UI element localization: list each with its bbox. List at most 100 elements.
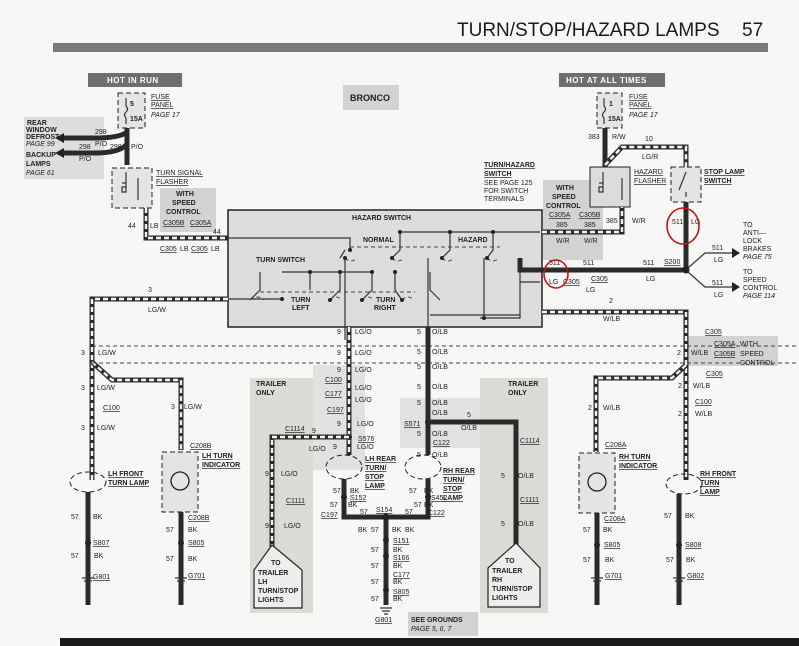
stop-lamp-switch-label2: SWITCH (704, 178, 732, 185)
wire-385-stripe (542, 207, 624, 234)
turn-left-label: TURN (291, 297, 310, 304)
turn-switch-label: TURN SWITCH (256, 257, 305, 264)
ground-57-lhr2: 57 (330, 502, 338, 509)
wire-5-label7: 5 (417, 431, 421, 438)
rh-indicator-bulb-icon (587, 472, 607, 492)
wire-9-label2: 9 (337, 350, 341, 357)
speed-control-out-label3: CONTROL (743, 285, 777, 292)
wire-lgw-label5: LG/W (184, 404, 202, 411)
ground-57-label2: 57 (71, 553, 79, 560)
trailer-lh-connector (253, 544, 303, 609)
conn-c122-ground: C122 (428, 510, 445, 517)
hazard-flasher-label2: FLASHER (634, 178, 666, 185)
left-fuse-page: PAGE 17 (151, 112, 181, 119)
left-fuse-label2: PANEL (151, 102, 174, 109)
wire-lg-label2: LG (586, 287, 595, 294)
ground-bk-s154c: BK (405, 527, 415, 534)
wire-10-label: 10 (645, 136, 653, 143)
hazard-flasher-label: HAZARD (634, 169, 663, 176)
wire-wlb-label2: W/LB (691, 350, 708, 357)
ground-bk-label3: BK (188, 527, 198, 534)
conn-c1111-left: C1111 (286, 498, 305, 505)
conn-c305b-wlb: C305B (714, 351, 736, 358)
wire-2-label2: 2 (677, 350, 681, 357)
wire-wlb-label4: W/LB (695, 411, 712, 418)
conn-c177-ground: C177 (393, 572, 410, 579)
wire-5-trailer (428, 419, 519, 600)
wire-385-label2: 385 (584, 222, 596, 229)
trailer-lh-label2: TRAILER (258, 570, 288, 577)
see-page-125: SEE PAGE 125 (484, 180, 533, 187)
harness-boundary (92, 345, 799, 364)
wire-298-defrost (62, 129, 129, 141)
ground-bk-rhi: BK (603, 527, 613, 534)
abs-page: PAGE 75 (743, 254, 772, 261)
splice-s808-label: S808 (685, 542, 701, 549)
ground-g701-left: G701 (188, 573, 205, 580)
wire-298-label: 298 (95, 129, 107, 136)
conn-c305-511: C305 (563, 279, 580, 286)
backup-lamps-page: PAGE 61 (26, 170, 55, 177)
conn-c305-left2: C305 (191, 246, 208, 253)
speed-control-left-shade (160, 188, 216, 232)
lh-indicator-label2: INDICATOR (202, 462, 240, 469)
splice-s151 (383, 537, 389, 543)
splice-s576-label: S576 (358, 436, 374, 443)
wire-lgo-label10: LG/O (284, 523, 301, 530)
speed-control-right-label2: SPEED (552, 194, 576, 201)
rear-defrost-label2: WINDOW (26, 127, 57, 134)
wire-wr-label: W/R (556, 238, 570, 245)
arrow-abs-icon (732, 248, 740, 258)
stop-lamp-switch-icon (678, 171, 687, 197)
lh-turn-indicator (161, 451, 199, 513)
ground-symbol-icon (82, 577, 187, 585)
trailer-lh-label3: LH (258, 579, 267, 586)
trailer-only-right-label: TRAILER (508, 381, 538, 388)
wire-lb-label3: LB (211, 246, 220, 253)
wire-lgo-label3: LG/O (355, 367, 372, 374)
wire-9-label4: 9 (337, 421, 341, 428)
wire-511-branches (687, 252, 732, 288)
stop-lamp-switch-label: STOP LAMP (704, 169, 745, 176)
wire-511 (517, 258, 686, 273)
wire-lb-label2: LB (180, 246, 189, 253)
rh-turn-indicator (578, 452, 616, 514)
ground-bk-c177: BK (393, 579, 403, 586)
wire-lgo-label5: LG/O (355, 397, 372, 404)
lh-rear-label: LH REAR (365, 456, 396, 463)
wire-lgo-label8: LG/O (309, 446, 326, 453)
wire-3-label4: 3 (81, 425, 85, 432)
turn-hazard-switch-label: TURN/HAZARD (484, 162, 535, 169)
wire-5-label5: 5 (417, 400, 421, 407)
page-title: TURN/STOP/HAZARD LAMPS (457, 20, 720, 41)
left-fuse-box (117, 92, 146, 129)
lh-front-label: LH FRONT (108, 471, 144, 478)
rh-front-turn-lamp (665, 473, 703, 495)
wire-lg-label3: LG (646, 276, 655, 283)
wire-olb-label: O/LB (432, 329, 448, 336)
wire-3-label2: 3 (81, 350, 85, 357)
wire-2-label5: 2 (588, 405, 592, 412)
hot-at-all-times-label: HOT AT ALL TIMES (566, 76, 647, 85)
flasher-icon (121, 172, 139, 200)
wire-5-label: 5 (417, 329, 421, 336)
conn-c305a-right: C305A (549, 212, 571, 219)
wire-5-label10: 5 (501, 521, 505, 528)
ground-bk-rhr2: BK (424, 502, 434, 509)
ground-57-rhf2: 57 (666, 557, 674, 564)
speed-control-left-label2: SPEED (172, 200, 196, 207)
hazard-flasher-icon (598, 172, 623, 200)
wire-385-label3: 385 (606, 218, 618, 225)
conn-c1111-right: C1111 (520, 497, 539, 504)
hazard-flasher (589, 166, 631, 208)
wire-olb-label6: O/LB (432, 410, 448, 417)
ground-bk-s166: BK (393, 563, 403, 570)
wire-385-label: 385 (556, 222, 568, 229)
ground-g801-rear: G801 (375, 617, 392, 624)
for-switch-label: FOR SWITCH (484, 188, 528, 195)
wire-po-label2: P/O (79, 156, 92, 163)
rh-rear-turn-stop-lamp (404, 454, 442, 480)
wire-2-indicator-stripe (594, 364, 687, 452)
wire-511-label5: 511 (712, 245, 723, 252)
splice-s151-label: S151 (393, 538, 409, 545)
